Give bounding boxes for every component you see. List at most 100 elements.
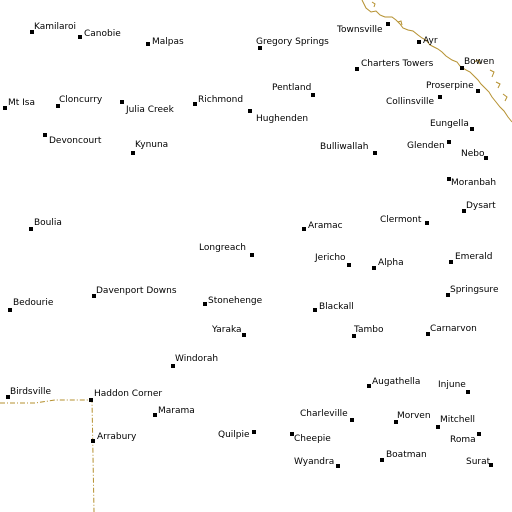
- town-label-davenport-downs: Davenport Downs: [96, 286, 177, 296]
- town-marker-devoncourt: [43, 133, 47, 137]
- town-marker-richmond: [193, 102, 197, 106]
- town-label-blackall: Blackall: [319, 302, 354, 312]
- town-label-moranbah: Moranbah: [451, 178, 497, 188]
- town-marker-alpha: [372, 266, 376, 270]
- town-marker-clermont: [425, 221, 429, 225]
- town-marker-canobie: [78, 35, 82, 39]
- town-label-springsure: Springsure: [450, 285, 499, 295]
- town-label-glenden: Glenden: [407, 141, 445, 151]
- town-marker-julia-creek: [120, 100, 124, 104]
- town-marker-gregory-springs: [258, 46, 262, 50]
- town-label-gregory-springs: Gregory Springs: [256, 37, 329, 47]
- town-label-proserpine: Proserpine: [426, 81, 474, 91]
- town-marker-emerald: [449, 260, 453, 264]
- town-marker-carnarvon: [426, 332, 430, 336]
- town-marker-mitchell: [436, 425, 440, 429]
- town-marker-tambo: [352, 334, 356, 338]
- town-label-carnarvon: Carnarvon: [430, 324, 477, 334]
- town-label-pentland: Pentland: [272, 83, 312, 93]
- town-marker-malpas: [146, 42, 150, 46]
- town-label-mt-isa: Mt Isa: [8, 98, 36, 108]
- town-label-cheepie: Cheepie: [294, 434, 331, 444]
- town-label-devoncourt: Devoncourt: [49, 136, 102, 146]
- town-marker-blackall: [313, 308, 317, 312]
- town-label-canobie: Canobie: [84, 29, 121, 39]
- town-marker-mt-isa: [3, 106, 7, 110]
- coastline-islands: [371, 1, 508, 102]
- town-marker-kamilaroi: [30, 30, 34, 34]
- town-label-clermont: Clermont: [380, 215, 422, 225]
- town-marker-stonehenge: [203, 302, 207, 306]
- town-label-mitchell: Mitchell: [440, 415, 475, 425]
- town-label-stonehenge: Stonehenge: [208, 296, 263, 306]
- town-label-hughenden: Hughenden: [256, 114, 309, 124]
- town-label-augathella: Augathella: [372, 377, 421, 387]
- town-marker-bowen: [460, 66, 464, 70]
- town-label-julia-creek: Julia Creek: [126, 105, 174, 115]
- town-label-bowen: Bowen: [464, 57, 495, 67]
- town-label-dysart: Dysart: [466, 201, 496, 211]
- town-marker-proserpine: [476, 89, 480, 93]
- town-marker-windorah: [171, 364, 175, 368]
- town-marker-jericho: [347, 263, 351, 267]
- town-label-townsville: Townsville: [337, 25, 383, 35]
- town-label-roma: Roma: [450, 435, 476, 445]
- town-marker-birdsville: [6, 395, 10, 399]
- town-marker-injune: [466, 390, 470, 394]
- town-label-quilpie: Quilpie: [218, 430, 250, 440]
- town-marker-davenport-downs: [92, 294, 96, 298]
- town-marker-marama: [153, 413, 157, 417]
- town-marker-dysart: [462, 209, 466, 213]
- town-label-windorah: Windorah: [175, 354, 219, 364]
- town-label-wyandra: Wyandra: [294, 457, 335, 467]
- town-marker-charters-towers: [355, 67, 359, 71]
- town-label-charters-towers: Charters Towers: [361, 59, 434, 69]
- town-label-alpha: Alpha: [378, 258, 404, 268]
- town-marker-pentland: [311, 93, 315, 97]
- town-label-cloncurry: Cloncurry: [59, 95, 103, 105]
- town-marker-roma: [477, 432, 481, 436]
- town-marker-yaraka: [242, 333, 246, 337]
- town-label-arrabury: Arrabury: [97, 432, 137, 442]
- town-label-morven: Morven: [397, 411, 431, 421]
- town-marker-surat: [489, 463, 493, 467]
- town-marker-nebo: [484, 156, 488, 160]
- town-label-tambo: Tambo: [354, 325, 384, 335]
- town-label-jericho: Jericho: [315, 253, 346, 263]
- town-marker-augathella: [367, 384, 371, 388]
- town-label-aramac: Aramac: [308, 221, 343, 231]
- town-marker-arrabury: [91, 439, 95, 443]
- town-label-emerald: Emerald: [455, 252, 493, 262]
- town-marker-haddon-corner: [89, 398, 93, 402]
- town-marker-aramac: [302, 227, 306, 231]
- town-label-kynuna: Kynuna: [135, 140, 169, 150]
- town-marker-boulia: [29, 227, 33, 231]
- town-marker-wyandra: [336, 464, 340, 468]
- town-label-collinsville: Collinsville: [386, 97, 435, 107]
- town-marker-charleville: [350, 418, 354, 422]
- town-marker-quilpie: [252, 430, 256, 434]
- town-label-boatman: Boatman: [386, 450, 427, 460]
- town-label-eungella: Eungella: [430, 119, 469, 129]
- town-marker-kynuna: [131, 151, 135, 155]
- town-label-haddon-corner: Haddon Corner: [94, 389, 163, 399]
- town-label-longreach: Longreach: [199, 243, 246, 253]
- town-label-injune: Injune: [438, 380, 466, 390]
- state-border-sa: [0, 399, 95, 512]
- town-marker-townsville: [386, 22, 390, 26]
- town-marker-moranbah: [447, 177, 451, 181]
- town-label-boulia: Boulia: [34, 218, 62, 228]
- town-label-malpas: Malpas: [152, 37, 184, 47]
- town-label-richmond: Richmond: [198, 95, 244, 105]
- town-label-nebo: Nebo: [461, 149, 485, 159]
- town-label-marama: Marama: [158, 406, 195, 416]
- town-label-birdsville: Birdsville: [10, 387, 51, 397]
- town-marker-bulliwallah: [373, 151, 377, 155]
- town-marker-cheepie: [290, 432, 294, 436]
- town-marker-glenden: [447, 140, 451, 144]
- town-marker-bedourie: [8, 308, 12, 312]
- town-label-bulliwallah: Bulliwallah: [320, 142, 369, 152]
- coastline: [361, 0, 512, 123]
